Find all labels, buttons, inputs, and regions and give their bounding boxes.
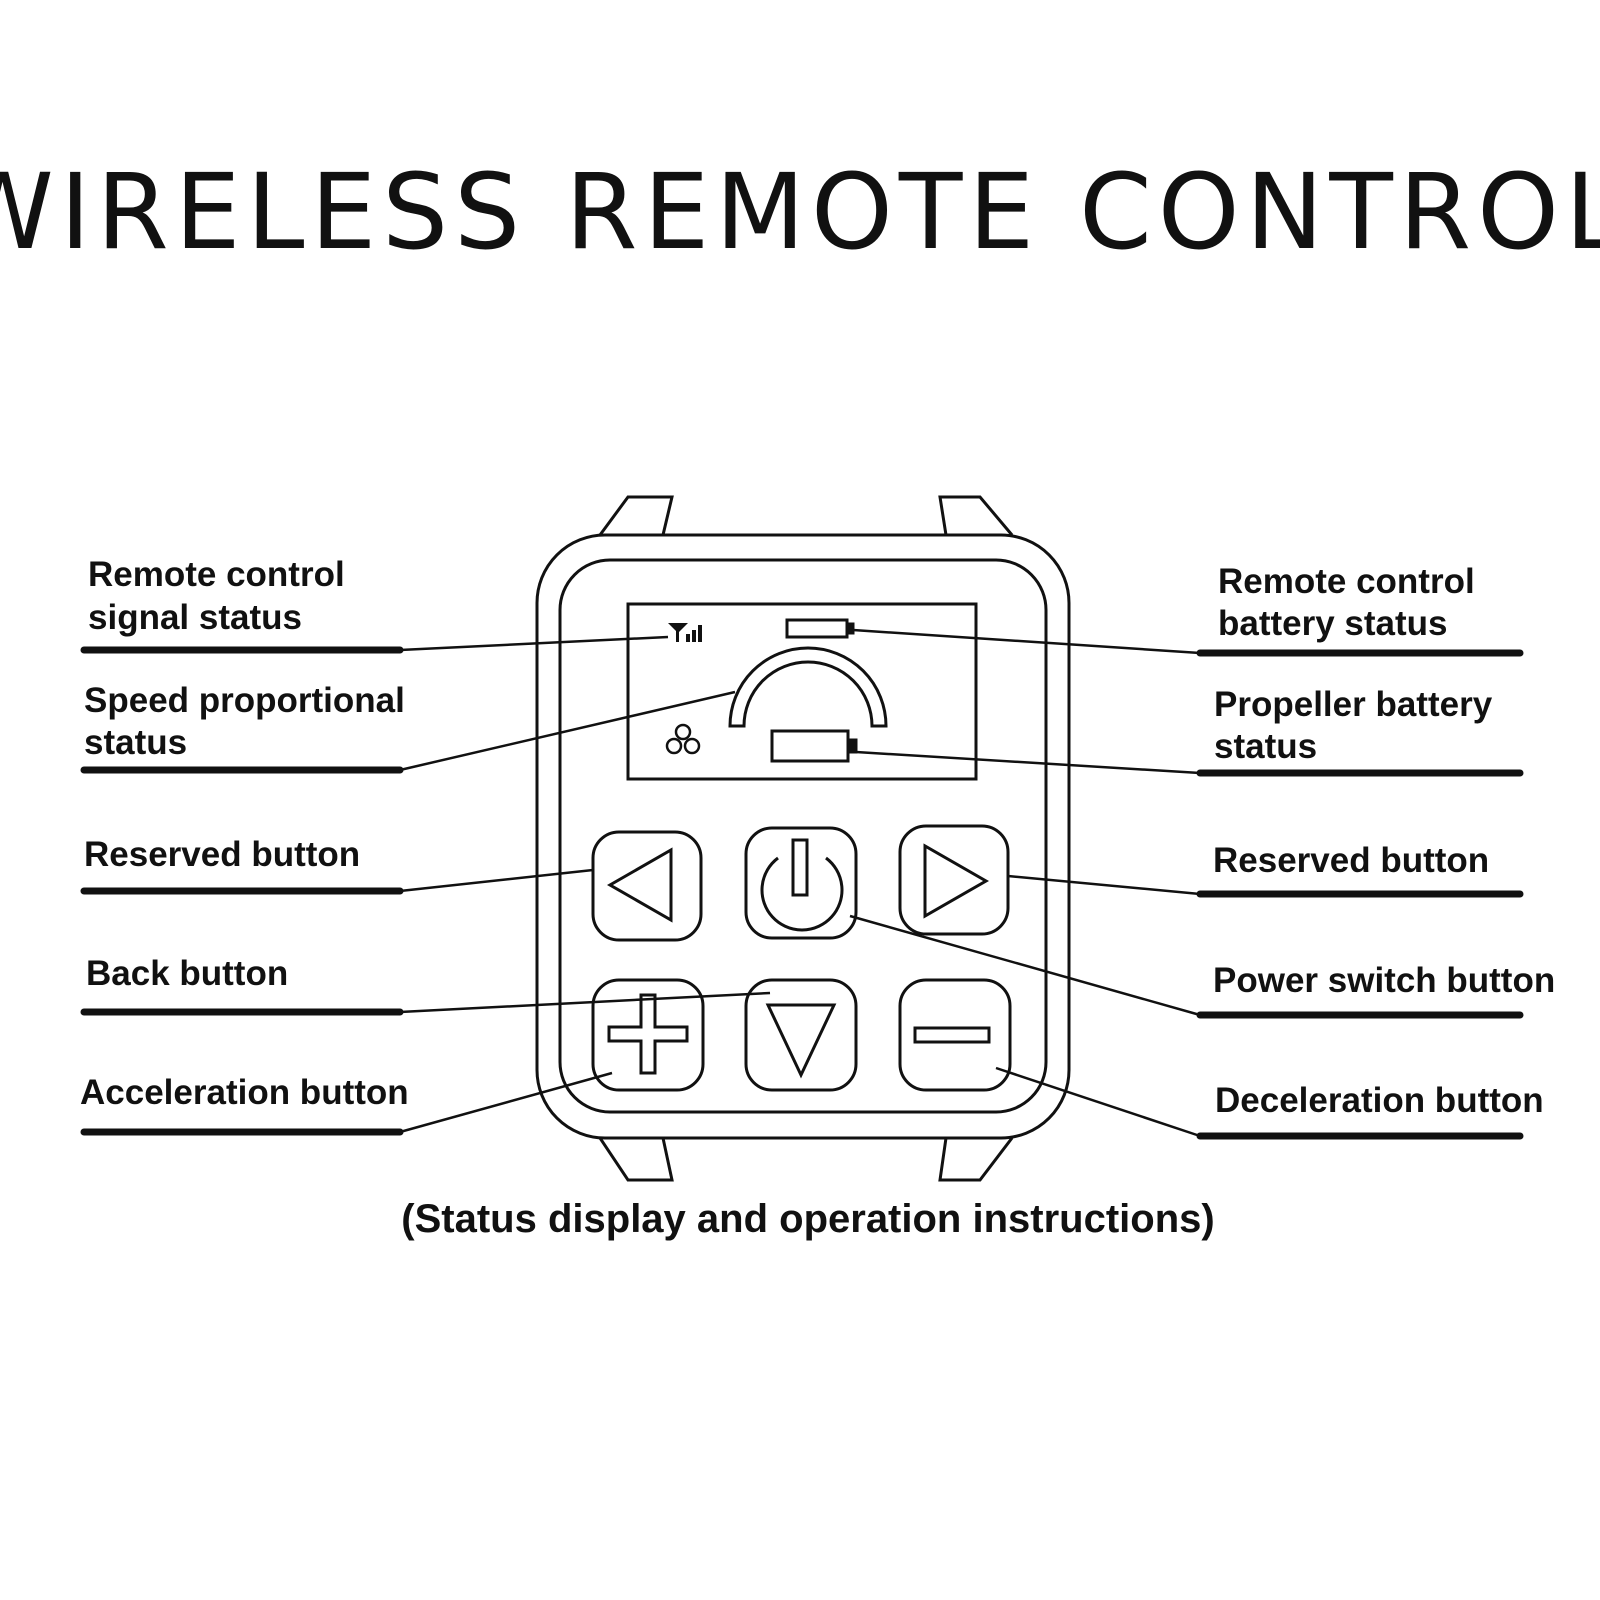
label-signal-line1: Remote control	[88, 555, 345, 594]
down-arrow-icon	[765, 1003, 837, 1079]
signal-icon	[668, 623, 702, 642]
battery-icon	[785, 618, 855, 639]
diagram-caption: (Status display and operation instructio…	[401, 1197, 1214, 1241]
remote-device	[535, 495, 1071, 1182]
label-reserved-right: Reserved button	[1213, 841, 1489, 880]
leader-power	[849, 914, 1201, 1017]
label-underlines	[80, 646, 1524, 1140]
label-speed-line2: status	[84, 723, 187, 762]
right-arrow-icon	[923, 843, 990, 919]
label-rc-battery-line1: Remote control	[1218, 562, 1475, 601]
leader-reserved-right	[1007, 874, 1201, 896]
acceleration-button[interactable]	[591, 978, 705, 1092]
leader-reserved-left	[399, 868, 594, 893]
label-power: Power switch button	[1213, 961, 1555, 1000]
fan-icon	[665, 723, 701, 755]
leader-signal	[399, 635, 669, 652]
leader-accel	[399, 1071, 613, 1134]
label-reserved-left: Reserved button	[84, 835, 360, 874]
label-accel: Acceleration button	[80, 1073, 409, 1112]
minus-icon	[913, 1026, 991, 1044]
leader-back	[399, 991, 771, 1014]
propeller-battery-icon	[770, 729, 858, 763]
power-switch-button[interactable]	[744, 826, 858, 940]
status-screen	[626, 602, 978, 781]
leader-prop-battery	[855, 750, 1201, 775]
strap-top-left	[598, 495, 674, 536]
label-prop-battery-line1: Propeller battery	[1214, 685, 1493, 724]
label-rc-battery-line2: battery status	[1218, 604, 1448, 643]
speed-arc-icon	[728, 646, 888, 728]
strap-bottom-left	[598, 1137, 674, 1182]
diagram-title: WIRELESS REMOTE CONTROL	[0, 151, 1600, 273]
plus-icon	[607, 993, 689, 1075]
strap-top-right	[938, 495, 1014, 536]
label-decel: Deceleration button	[1215, 1081, 1544, 1120]
deceleration-button[interactable]	[898, 978, 1012, 1092]
leader-speed	[399, 690, 736, 772]
label-prop-battery-line2: status	[1214, 727, 1317, 766]
label-back: Back button	[86, 954, 288, 993]
power-icon	[760, 838, 844, 932]
left-arrow-icon	[606, 847, 673, 923]
back-button[interactable]	[744, 978, 858, 1092]
label-signal-line2: signal status	[88, 598, 302, 637]
remote-inner-face	[558, 558, 1048, 1114]
reserved-right-button[interactable]	[898, 824, 1010, 936]
leader-lines	[399, 628, 1201, 1138]
remote-outer-shell	[535, 533, 1071, 1140]
label-speed-line1: Speed proportional	[84, 681, 405, 720]
leader-decel	[995, 1066, 1201, 1138]
reserved-left-button[interactable]	[591, 830, 703, 942]
strap-bottom-right	[938, 1137, 1014, 1182]
leader-rc-battery	[852, 628, 1201, 655]
